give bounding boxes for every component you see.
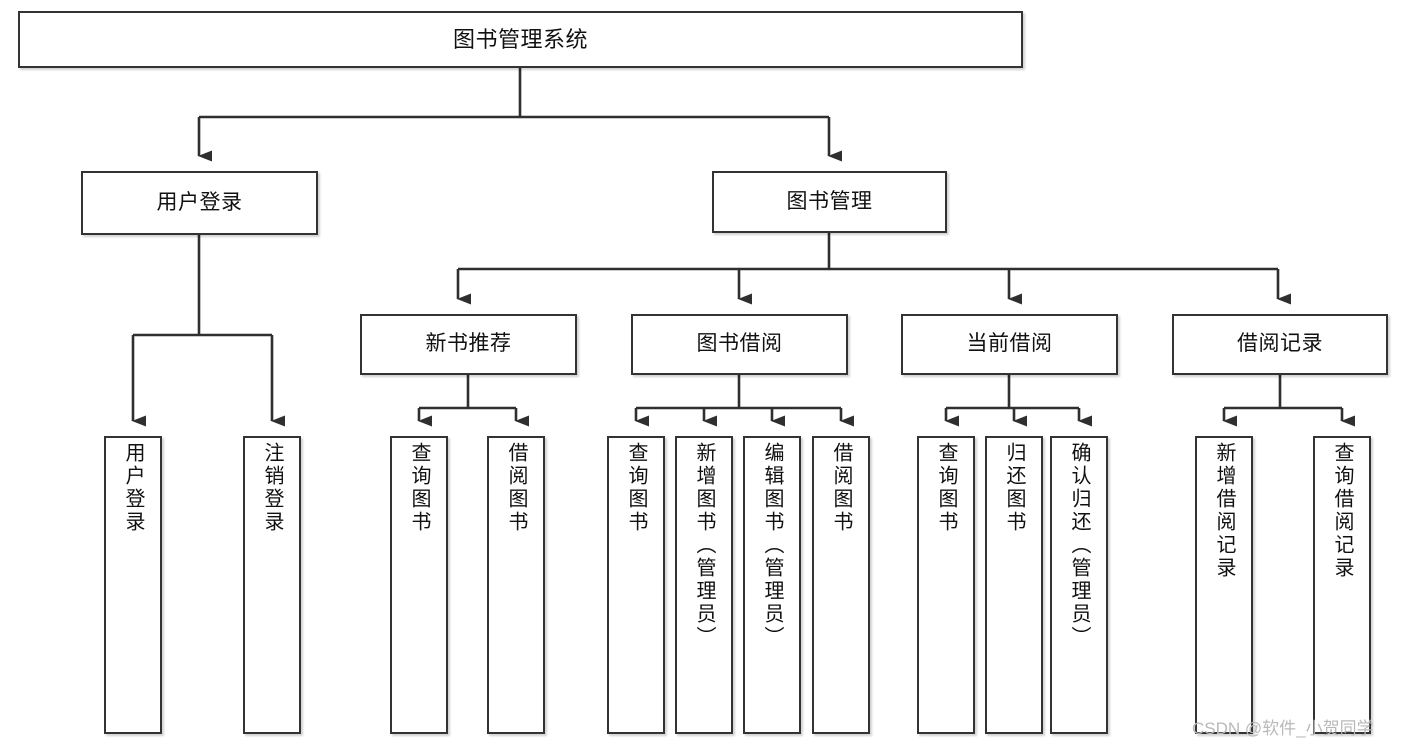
leaf-user-login[interactable]: 用户登录: [104, 436, 162, 734]
leaf-borrow-book[interactable]: 借阅图书: [812, 436, 870, 734]
node-label: 用户登录: [122, 442, 144, 534]
node-label: 借阅图书: [505, 442, 527, 534]
node-label: 注销登录: [261, 442, 283, 534]
node-label: 新书推荐: [425, 332, 512, 356]
node-label: 图书管理系统: [452, 26, 588, 52]
watermark-csdn: CSDN @软件_小贺同学: [1192, 719, 1374, 738]
node-new-book-recommend[interactable]: 新书推荐: [360, 314, 577, 375]
node-label: 归还图书: [1003, 442, 1025, 534]
node-borrow-record[interactable]: 借阅记录: [1172, 314, 1388, 375]
leaf-add-book[interactable]: 新增图书（管理员）: [675, 436, 733, 734]
leaf-query-book-current[interactable]: 查询图书: [917, 436, 975, 734]
node-label: 当前借阅: [966, 332, 1053, 356]
node-label: 借阅图书: [830, 442, 852, 534]
leaf-add-record[interactable]: 新增借阅记录: [1195, 436, 1253, 734]
node-label: 查询图书: [408, 442, 430, 534]
node-current-borrow[interactable]: 当前借阅: [901, 314, 1118, 375]
node-label: 编辑图书（管理员）: [761, 442, 783, 649]
leaf-borrow-book-recommend[interactable]: 借阅图书: [487, 436, 545, 734]
node-book-management[interactable]: 图书管理: [712, 171, 947, 233]
node-root-system[interactable]: 图书管理系统: [18, 11, 1023, 68]
node-label: 借阅记录: [1237, 332, 1323, 356]
node-label: 确认归还（管理员）: [1068, 442, 1090, 649]
node-label: 查询图书: [935, 442, 957, 534]
node-label: 新增图书（管理员）: [693, 442, 715, 649]
leaf-edit-book[interactable]: 编辑图书（管理员）: [743, 436, 801, 734]
node-label: 查询图书: [625, 442, 647, 534]
node-book-borrow[interactable]: 图书借阅: [631, 314, 848, 375]
leaf-query-book-recommend[interactable]: 查询图书: [390, 436, 448, 734]
leaf-query-book-borrow[interactable]: 查询图书: [607, 436, 665, 734]
leaf-confirm-return[interactable]: 确认归还（管理员）: [1050, 436, 1108, 734]
node-label: 图书借阅: [696, 332, 783, 356]
node-label: 新增借阅记录: [1213, 442, 1235, 580]
leaf-query-record[interactable]: 查询借阅记录: [1313, 436, 1371, 734]
node-user-login[interactable]: 用户登录: [81, 171, 318, 235]
node-label: 查询借阅记录: [1331, 442, 1353, 580]
leaf-return-book[interactable]: 归还图书: [985, 436, 1043, 734]
node-label: 图书管理: [786, 189, 873, 213]
node-label: 用户登录: [156, 190, 243, 214]
leaf-user-logout[interactable]: 注销登录: [243, 436, 301, 734]
